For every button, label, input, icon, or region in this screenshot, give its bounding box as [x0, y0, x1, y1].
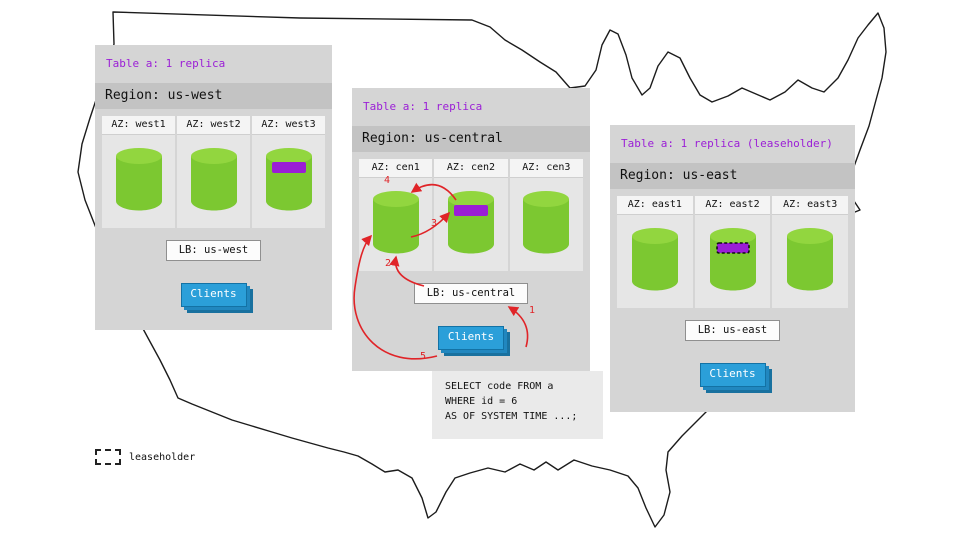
database-cylinder-icon [372, 191, 419, 254]
sql-query-note: SELECT code FROM a WHERE id = 6 AS OF SY… [432, 371, 603, 439]
load-balancer-box: LB: us-east [684, 320, 781, 341]
az-column-cen1: AZ: cen1 [359, 159, 433, 271]
legend-label: leaseholder [129, 451, 196, 463]
database-cylinder-icon [190, 148, 237, 211]
az-label: AZ: west2 [177, 116, 250, 135]
database-cylinder-icon [631, 228, 678, 291]
flow-step-number: 1 [529, 305, 536, 316]
az-column-east2: AZ: east2 [694, 196, 771, 308]
sql-line: AS OF SYSTEM TIME ...; [445, 411, 578, 422]
az-column-east3: AZ: east3 [772, 196, 849, 308]
az-column-cen3: AZ: cen3 [509, 159, 583, 271]
az-row: AZ: cen1 AZ: cen2 AZ: cen3 [352, 152, 590, 271]
database-cylinder-icon [115, 148, 162, 211]
az-row: AZ: west1 AZ: west2 AZ: west3 [95, 109, 332, 228]
az-label: AZ: cen1 [359, 159, 433, 178]
database-cylinder-icon [787, 228, 834, 291]
region-title: Region: us-east [610, 163, 855, 189]
region-panel-us-central: Table a: 1 replica Region: us-central AZ… [352, 88, 590, 371]
flow-step-number: 2 [385, 258, 392, 269]
sql-line: WHERE id = 6 [445, 396, 518, 407]
table-replica-label: Table a: 1 replica [363, 100, 483, 113]
az-column-east1: AZ: east1 [617, 196, 693, 308]
replica-band-icon [271, 162, 306, 173]
region-title: Region: us-west [95, 83, 332, 109]
database-cylinder-icon [523, 191, 570, 254]
sql-line: SELECT code FROM a [445, 381, 554, 392]
region-panel-us-west: Table a: 1 replica Region: us-west AZ: w… [95, 45, 332, 330]
az-label: AZ: east1 [617, 196, 693, 215]
table-replica-label: Table a: 1 replica (leaseholder) [621, 137, 833, 150]
legend: leaseholder [95, 449, 195, 465]
az-row: AZ: east1 AZ: east2 AZ: east3 [610, 189, 855, 308]
clients-box: Clients [438, 326, 504, 350]
table-replica-label: Table a: 1 replica [106, 57, 226, 70]
clients-box: Clients [180, 283, 247, 307]
flow-step-number: 5 [420, 351, 427, 362]
region-panel-us-east: Table a: 1 replica (leaseholder) Region:… [610, 125, 855, 412]
load-balancer-box: LB: us-west [165, 240, 262, 261]
az-label: AZ: west3 [252, 116, 325, 135]
leaseholder-replica-band-icon [715, 242, 750, 254]
az-label: AZ: east3 [772, 196, 849, 215]
clients-box: Clients [699, 363, 766, 387]
az-column-west2: AZ: west2 [177, 116, 250, 228]
az-column-west3: AZ: west3 [252, 116, 325, 228]
az-label: AZ: east2 [694, 196, 771, 215]
az-label: AZ: cen3 [509, 159, 583, 178]
replica-band-icon [453, 205, 488, 216]
flow-step-number: 4 [384, 175, 391, 186]
az-label: AZ: cen2 [434, 159, 508, 178]
region-title: Region: us-central [352, 126, 590, 152]
database-cylinder-icon [709, 228, 756, 291]
leaseholder-swatch-icon [95, 449, 121, 465]
load-balancer-box: LB: us-central [413, 283, 529, 304]
az-column-west1: AZ: west1 [102, 116, 175, 228]
database-cylinder-icon [265, 148, 312, 211]
az-label: AZ: west1 [102, 116, 175, 135]
database-cylinder-icon [447, 191, 494, 254]
az-column-cen2: AZ: cen2 [434, 159, 508, 271]
flow-step-number: 3 [431, 218, 438, 229]
